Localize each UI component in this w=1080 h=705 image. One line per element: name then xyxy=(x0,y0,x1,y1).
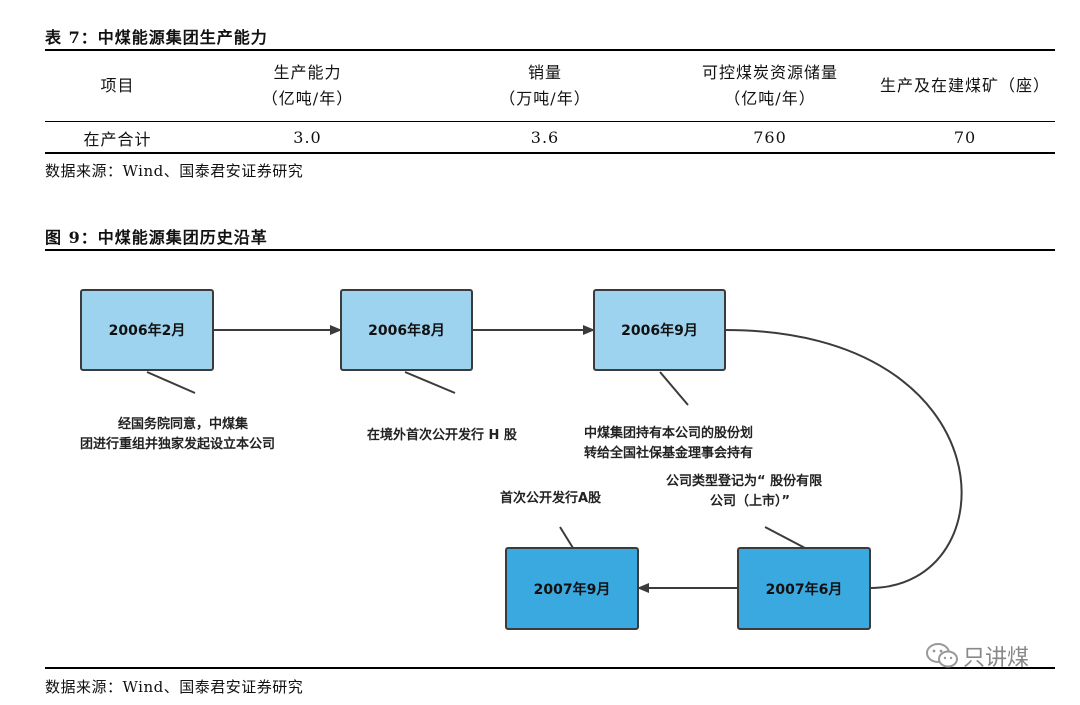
note-2006-08: 在境外首次公开发行 H 股 xyxy=(367,428,517,443)
note-2006-02-line1: 经国务院同意，中煤集 xyxy=(118,417,249,432)
figure-top-rule xyxy=(45,249,1055,251)
table-top-rule xyxy=(45,49,1055,51)
note-2007-09: 首次公开发行A股 xyxy=(500,491,602,506)
leader-4 xyxy=(764,526,806,549)
wechat-icon xyxy=(926,643,958,668)
cell-capacity: 3.0 xyxy=(293,128,322,147)
arrow-3-4 xyxy=(724,329,963,589)
watermark: 只讲煤 xyxy=(925,640,1029,672)
timeline-node-2006-09: 2006年9月 xyxy=(593,289,726,371)
header-sales: 销量（万吨/年） xyxy=(499,62,591,108)
row-label: 在产合计 xyxy=(83,129,152,149)
cell-mines: 70 xyxy=(953,128,977,147)
header-capacity: 生产能力（亿吨/年） xyxy=(261,62,354,108)
header-item: 项目 xyxy=(100,75,135,95)
timeline-node-2007-06: 2007年6月 xyxy=(737,547,871,630)
note-2007-06-line2: 公司（上市）” xyxy=(710,494,791,509)
leader-2 xyxy=(404,371,456,394)
table-bottom-rule xyxy=(45,152,1055,154)
table-header-row: 项目 生产能力（亿吨/年） 销量（万吨/年） 可控煤炭资源储量（亿吨/年） 生产… xyxy=(45,50,1055,122)
timeline-node-2006-02: 2006年2月 xyxy=(80,289,214,371)
timeline-node-2006-08: 2006年8月 xyxy=(340,289,473,371)
note-2006-02-line2: 团进行重组并独家发起设立本公司 xyxy=(80,437,276,452)
timeline-node-2007-09: 2007年9月 xyxy=(505,547,639,630)
cell-sales: 3.6 xyxy=(530,128,560,147)
note-2007-06-line1: 公司类型登记为“ 股份有限 xyxy=(666,474,823,489)
table-source: 数据来源：Wind、国泰君安证券研究 xyxy=(45,162,304,180)
figure-bottom-rule xyxy=(45,667,1055,669)
figure-title: 图 9：中煤能源集团历史沿革 xyxy=(45,228,268,247)
table-row: 在产合计 3.0 3.6 760 70 xyxy=(45,121,1055,154)
header-reserves: 可控煤炭资源储量（亿吨/年） xyxy=(701,62,838,108)
watermark-text: 只讲煤 xyxy=(963,646,1030,671)
note-2006-09-line1: 中煤集团持有本公司的股份划 xyxy=(584,426,754,441)
figure-source: 数据来源：Wind、国泰君安证券研究 xyxy=(45,678,304,696)
leader-5 xyxy=(559,526,574,549)
capacity-table: 项目 生产能力（亿吨/年） 销量（万吨/年） 可控煤炭资源储量（亿吨/年） 生产… xyxy=(45,50,1055,153)
leader-1 xyxy=(146,371,196,394)
cell-reserves: 760 xyxy=(753,128,787,147)
leader-3 xyxy=(659,371,689,406)
header-mines: 生产及在建煤矿（座） xyxy=(879,75,1050,95)
table-title: 表 7：中煤能源集团生产能力 xyxy=(45,28,268,47)
note-2006-09-line2: 转给全国社保基金理事会持有 xyxy=(584,446,754,461)
